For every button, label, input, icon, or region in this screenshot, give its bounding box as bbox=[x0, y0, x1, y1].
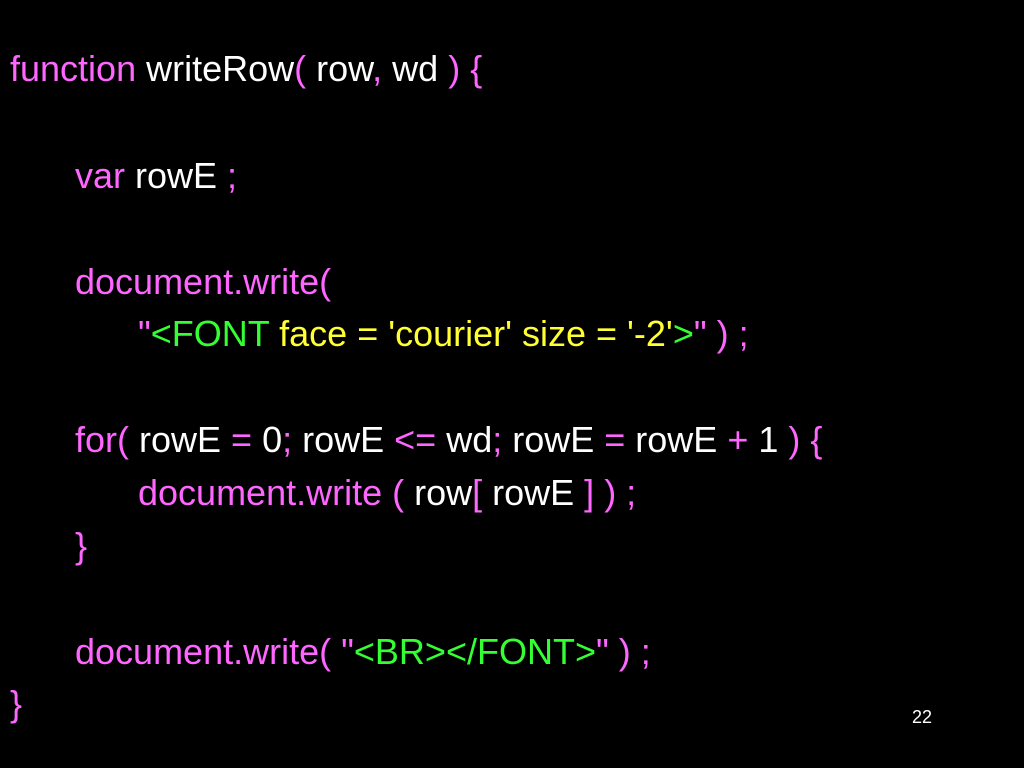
code-line-var-declaration: var rowE ; bbox=[75, 156, 237, 196]
font-attributes: face = 'courier' size = '-2' bbox=[269, 313, 673, 354]
assign-op: = bbox=[231, 419, 253, 460]
code-line-loop-close: } bbox=[75, 526, 87, 566]
code-line-function-declaration: function writeRow( row, wd ) { bbox=[10, 49, 482, 89]
rowE-init: rowE bbox=[129, 419, 232, 460]
param-row: row bbox=[306, 48, 373, 89]
close-bracket: ] bbox=[584, 472, 595, 513]
rowE-cond: rowE bbox=[292, 419, 395, 460]
plus-op: + bbox=[727, 419, 749, 460]
open-bracket: [ bbox=[472, 472, 483, 513]
rowE-index: rowE bbox=[482, 472, 585, 513]
rowE-incr-target: rowE bbox=[502, 419, 605, 460]
page-number: 22 bbox=[912, 707, 933, 727]
document-write-call: document.write ( bbox=[138, 472, 415, 513]
open-brace: { bbox=[800, 419, 823, 460]
param-wd: wd bbox=[382, 48, 449, 89]
close-quote-paren-semicolon: " ) ; bbox=[595, 631, 651, 672]
one-literal: 1 bbox=[748, 419, 789, 460]
close-paren-semicolon: ) ; bbox=[594, 472, 637, 513]
function-name: writeRow bbox=[136, 48, 295, 89]
font-tag-close-bracket: > bbox=[672, 313, 694, 354]
document-write-call: document.write( bbox=[75, 261, 332, 302]
code-line-document-write-open: document.write( bbox=[75, 262, 331, 302]
document-write-call-open: document.write( " bbox=[75, 631, 354, 672]
code-line-loop-body: document.write ( row[ rowE ] ) ; bbox=[138, 473, 636, 513]
keyword-for: for( bbox=[75, 419, 129, 460]
close-brace: } bbox=[75, 525, 88, 566]
close-brace: } bbox=[10, 683, 23, 724]
keyword-function: function bbox=[10, 48, 137, 89]
br-font-close-tags: <BR></FONT> bbox=[353, 631, 596, 672]
code-line-for-loop: for( rowE = 0; rowE <= wd; rowE = rowE +… bbox=[75, 420, 822, 460]
code-line-font-string: "<FONT face = 'courier' size = '-2'>" ) … bbox=[138, 314, 749, 354]
zero-literal: 0 bbox=[252, 419, 283, 460]
wd-ref: wd bbox=[436, 419, 493, 460]
open-brace: { bbox=[460, 48, 483, 89]
code-line-function-close: } bbox=[10, 684, 22, 724]
font-tag-open: <FONT bbox=[150, 313, 270, 354]
semicolon: ; bbox=[492, 419, 503, 460]
assign-op: = bbox=[604, 419, 626, 460]
close-paren: ) bbox=[448, 48, 461, 89]
rowE-incr-source: rowE bbox=[625, 419, 728, 460]
close-paren: ) bbox=[788, 419, 801, 460]
var-name-rowE: rowE bbox=[125, 155, 228, 196]
semicolon: ; bbox=[227, 155, 238, 196]
code-line-document-write-close: document.write( "<BR></FONT>" ) ; bbox=[75, 632, 651, 672]
keyword-var: var bbox=[75, 155, 126, 196]
open-quote: " bbox=[138, 313, 151, 354]
semicolon: ; bbox=[282, 419, 293, 460]
lte-op: <= bbox=[394, 419, 437, 460]
close-quote-paren-semicolon: " ) ; bbox=[693, 313, 749, 354]
row-array-ref: row bbox=[414, 472, 473, 513]
comma: , bbox=[372, 48, 383, 89]
open-paren: ( bbox=[294, 48, 307, 89]
